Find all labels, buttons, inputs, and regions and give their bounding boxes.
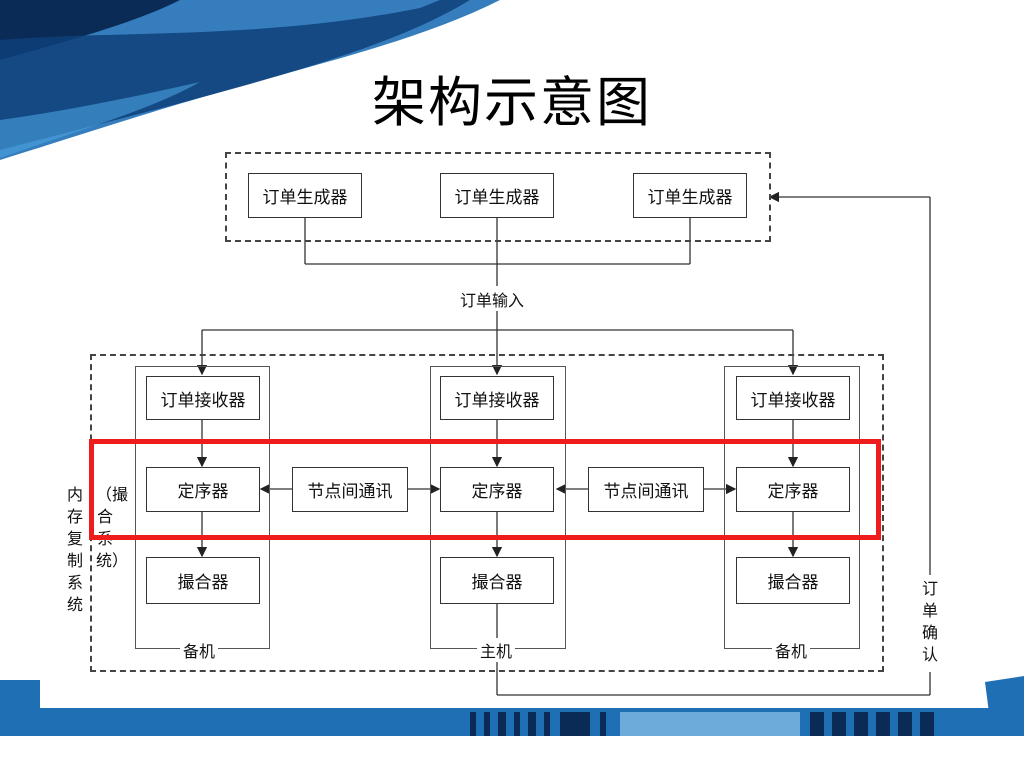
sequencer-1: 定序器 (146, 467, 260, 512)
matcher-1: 撮合器 (146, 557, 260, 604)
sequencer-3: 定序器 (736, 467, 850, 512)
memory-replication-label: 内存复制系统 (66, 484, 84, 616)
order-input-label: 订单输入 (457, 287, 528, 311)
role-label-standby-2: 备机 (772, 638, 811, 662)
order-confirm-label: 订单确认 (921, 578, 939, 666)
inter-node-comm-1: 节点间通讯 (292, 467, 408, 512)
role-label-primary: 主机 (477, 638, 516, 662)
order-receiver-3: 订单接收器 (736, 376, 850, 420)
generator-group (225, 152, 771, 242)
order-generator-2: 订单生成器 (440, 173, 554, 218)
order-receiver-2: 订单接收器 (440, 376, 554, 420)
slide-title: 架构示意图 (372, 71, 652, 134)
order-generator-3: 订单生成器 (633, 173, 747, 218)
matcher-3: 撮合器 (736, 557, 850, 604)
matcher-2: 撮合器 (440, 557, 554, 604)
sequencer-highlight-frame (89, 439, 881, 540)
order-generator-1: 订单生成器 (248, 173, 362, 218)
role-label-standby-1: 备机 (180, 638, 219, 662)
inter-node-comm-2: 节点间通讯 (588, 467, 704, 512)
sequencer-2: 定序器 (440, 467, 554, 512)
order-receiver-1: 订单接收器 (146, 376, 260, 420)
